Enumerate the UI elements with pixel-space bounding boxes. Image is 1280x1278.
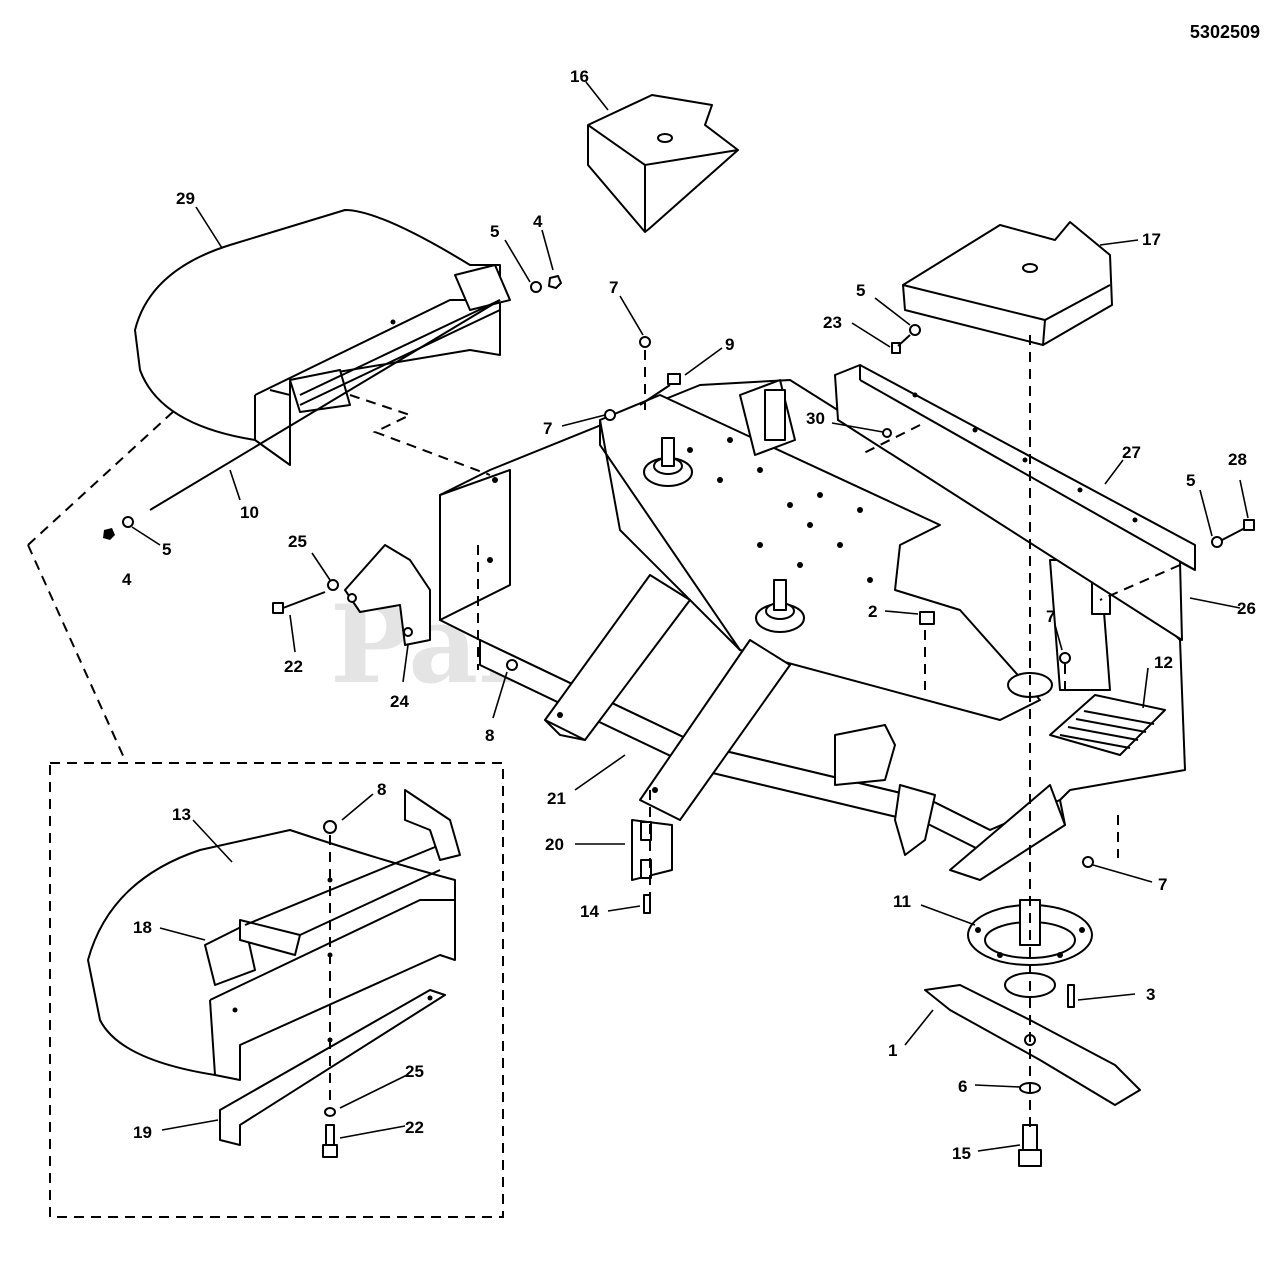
- callout-5-d: 5: [162, 540, 171, 559]
- callout-10: 10: [240, 503, 259, 522]
- part-23-bolt: [891, 324, 921, 354]
- callout-11: 11: [893, 892, 911, 911]
- callout-8-a: 8: [485, 726, 494, 745]
- inset-box: [49, 762, 504, 1218]
- part-1-blade: [924, 984, 1141, 1106]
- callout-20: 20: [545, 835, 564, 854]
- callout-29: 29: [176, 189, 195, 208]
- leader-lines: [131, 81, 1249, 1152]
- callout-5-b: 5: [856, 281, 865, 300]
- part-25-washer-inset: [324, 1107, 336, 1117]
- hardware-29: [103, 275, 562, 540]
- callouts: 16 29 5 4 7 9 17 5 23 30 27 28 5 26 7 10…: [122, 67, 1256, 1163]
- callout-1: 1: [888, 1041, 897, 1060]
- callout-5-a: 5: [490, 222, 499, 241]
- callout-6: 6: [958, 1077, 967, 1096]
- part-29-discharge-deflector: [134, 209, 511, 466]
- callout-7-a: 7: [609, 278, 618, 297]
- part-15-bolt: [1018, 1124, 1042, 1167]
- part-24-bracket: [327, 544, 431, 646]
- callout-28: 28: [1228, 450, 1247, 469]
- callout-4-b: 4: [122, 570, 132, 589]
- callout-7-b: 7: [543, 419, 552, 438]
- callout-25-b: 25: [405, 1062, 424, 1081]
- callout-15: 15: [952, 1144, 971, 1163]
- part-2-nut: [919, 611, 935, 625]
- callout-22-b: 22: [405, 1118, 424, 1137]
- part-16-baffle: [587, 94, 739, 233]
- callout-12: 12: [1154, 653, 1173, 672]
- callout-5-c: 5: [1186, 471, 1195, 490]
- part-20-bracket: [631, 819, 673, 881]
- callout-30: 30: [806, 409, 825, 428]
- part-7-nut-d: [1082, 856, 1094, 868]
- dashed-leaders: [27, 335, 1181, 1130]
- callout-3: 3: [1146, 985, 1155, 1004]
- callout-8-b: 8: [377, 780, 386, 799]
- part-30-washer: [882, 428, 892, 438]
- part-3-screw: [1067, 984, 1075, 1008]
- callout-4-a: 4: [533, 212, 543, 231]
- callout-16: 16: [570, 67, 589, 86]
- part-8-nut: [506, 659, 518, 671]
- part-14-screw: [643, 894, 651, 914]
- callout-9: 9: [725, 335, 734, 354]
- part-28-bolt: [1211, 519, 1255, 548]
- callout-27: 27: [1122, 443, 1141, 462]
- part-10-rod: [149, 299, 501, 511]
- callout-22-a: 22: [284, 657, 303, 676]
- callout-26: 26: [1237, 599, 1256, 618]
- part-19-bar: [219, 989, 446, 1146]
- callout-17: 17: [1142, 230, 1161, 249]
- callout-7-d: 7: [1158, 875, 1167, 894]
- mower-deck: [439, 379, 1186, 881]
- callout-7-c: 7: [1046, 607, 1055, 626]
- part-27-rail: [834, 364, 1196, 641]
- part-13-deflector-inset: [87, 789, 461, 1081]
- part-22-bolt-inset: [322, 1124, 338, 1158]
- part-22-bolt: [272, 591, 326, 614]
- callout-25-a: 25: [288, 532, 307, 551]
- part-8-nut-inset: [323, 820, 337, 834]
- callout-14: 14: [580, 902, 599, 921]
- callout-24: 24: [390, 692, 409, 711]
- callout-13: 13: [172, 805, 191, 824]
- callout-21: 21: [547, 789, 566, 808]
- callout-18: 18: [133, 918, 152, 937]
- part-7-nut-a: [1059, 652, 1071, 664]
- callout-23: 23: [823, 313, 842, 332]
- part-7-nut-c: [604, 409, 616, 421]
- callout-19: 19: [133, 1123, 152, 1142]
- callout-2: 2: [868, 602, 877, 621]
- part-17-cover: [902, 221, 1113, 346]
- diagram-id-label: 5302509: [1190, 22, 1260, 42]
- part-7-nut-b: [639, 336, 651, 348]
